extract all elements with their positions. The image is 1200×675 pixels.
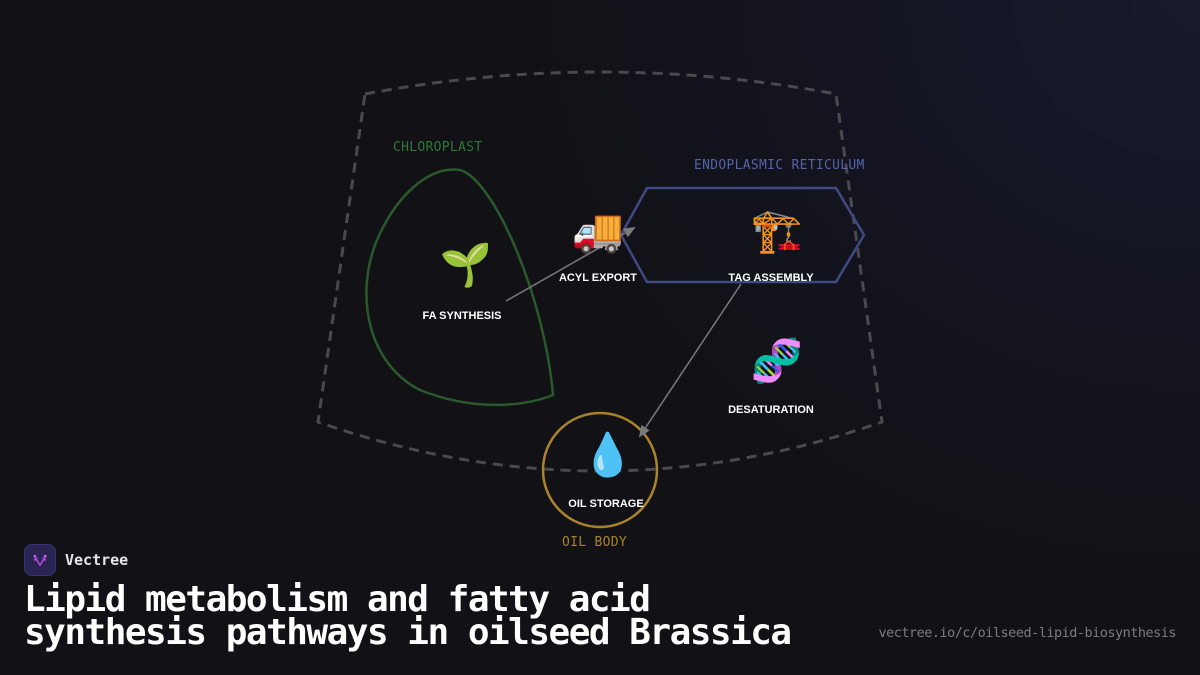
brand: Vectree [24, 544, 128, 576]
node-fa-synthesis: FA SYNTHESIS [422, 310, 502, 322]
brand-name: Vectree [65, 551, 129, 569]
cell-boundary [316, 70, 884, 473]
droplet-icon: 💧 [581, 431, 635, 478]
dna-icon: 🧬 [750, 337, 804, 384]
chloroplast-boundary [365, 168, 555, 407]
seedling-icon: 🌱 [439, 241, 493, 288]
page-title: Lipid metabolism and fatty acid synthesi… [24, 582, 792, 651]
edge-tag-to-oil [638, 283, 742, 438]
edge-fa-to-acyl [505, 227, 636, 302]
source-url[interactable]: vectree.io/c/oilseed-lipid-biosynthesis [878, 625, 1177, 641]
chloroplast-label: CHLOROPLAST [393, 140, 483, 155]
node-tag-assembly: TAG ASSEMBLY [728, 272, 814, 284]
node-desaturation: DESATURATION [728, 404, 814, 416]
vectree-logo-icon [24, 544, 56, 576]
oil-body-boundary [541, 411, 659, 529]
title-line-2: synthesis pathways in oilseed Brassica [24, 612, 792, 653]
title-line-1: Lipid metabolism and fatty acid [24, 579, 651, 620]
node-acyl-export: ACYL EXPORT [558, 272, 638, 284]
node-oil-storage: OIL STORAGE [568, 498, 644, 510]
er-boundary [619, 186, 866, 284]
construction-crane-icon: 🏗️ [750, 207, 804, 254]
delivery-truck-icon: 🚚 [571, 207, 625, 254]
oil-body-label: OIL BODY [562, 535, 628, 550]
er-label: ENDOPLASMIC RETICULUM [694, 158, 865, 173]
